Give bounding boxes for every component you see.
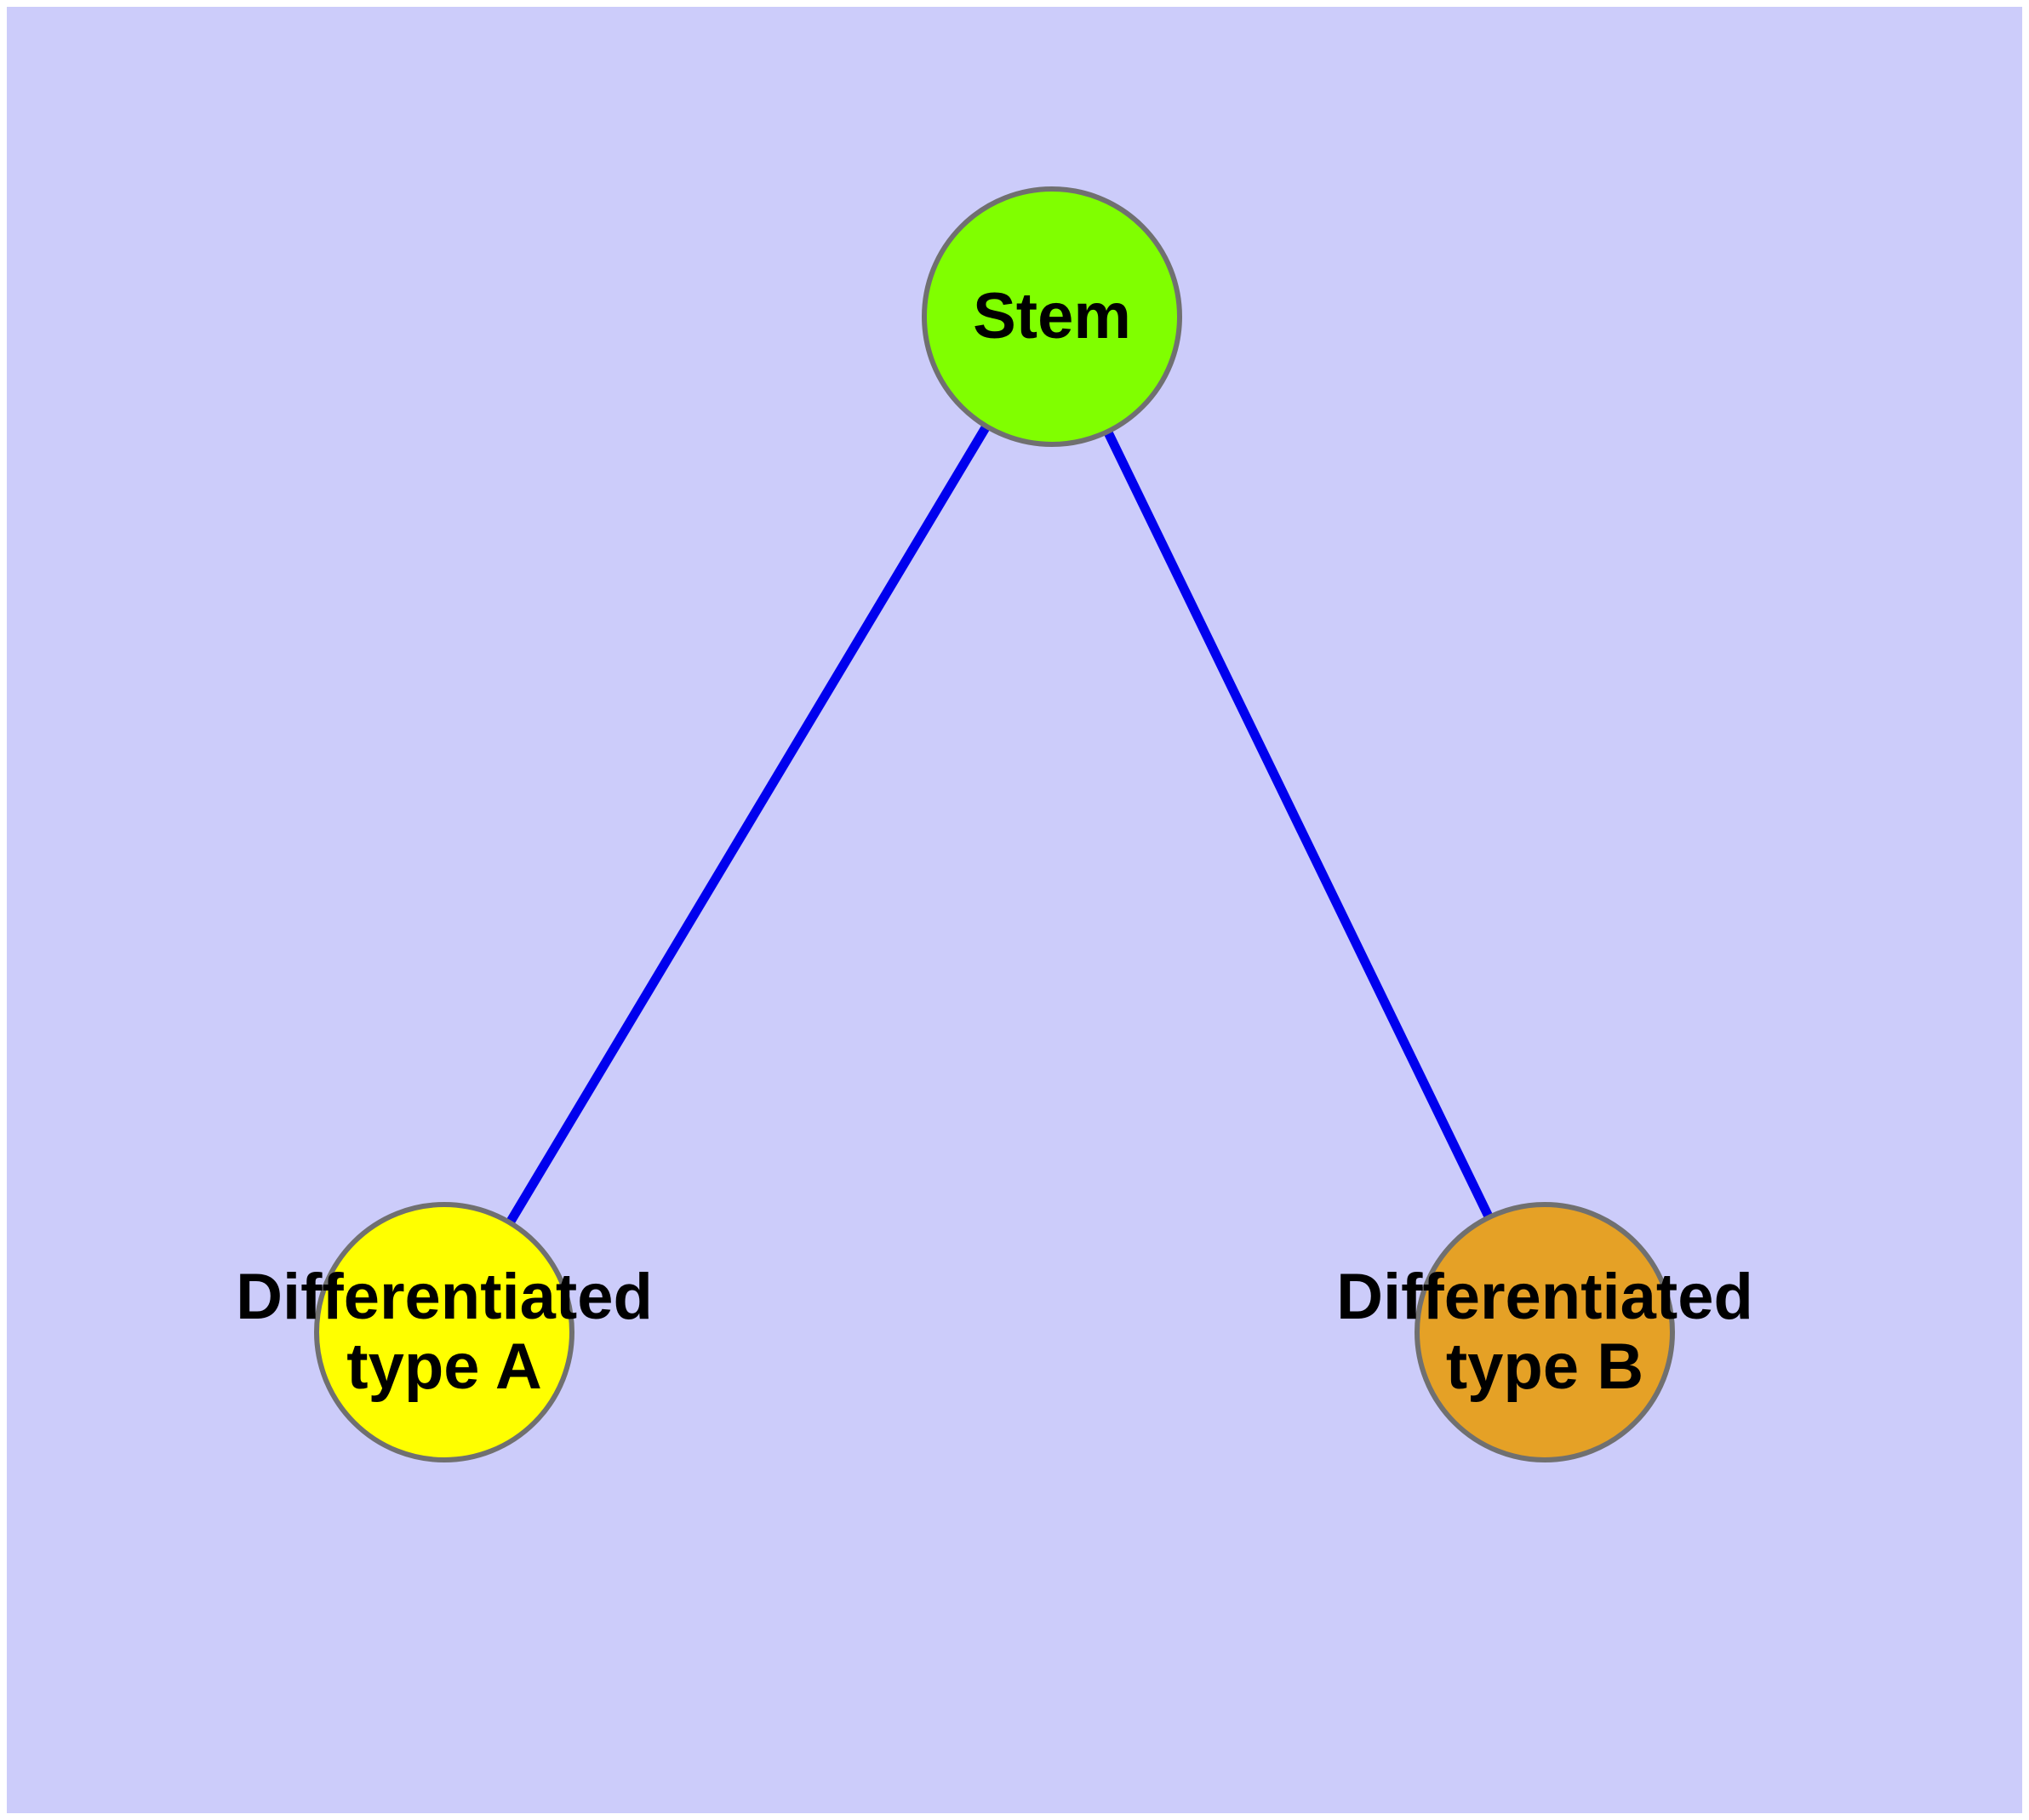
edges-group [503, 419, 1496, 1230]
edge-stem-diff-a[interactable] [503, 419, 993, 1230]
edge-stem-diff-b[interactable] [1100, 425, 1496, 1224]
nodes-group [314, 186, 1675, 1462]
node-stem[interactable] [922, 186, 1182, 447]
node-diff-b[interactable] [1415, 1202, 1675, 1462]
node-diff-a[interactable] [314, 1202, 574, 1462]
